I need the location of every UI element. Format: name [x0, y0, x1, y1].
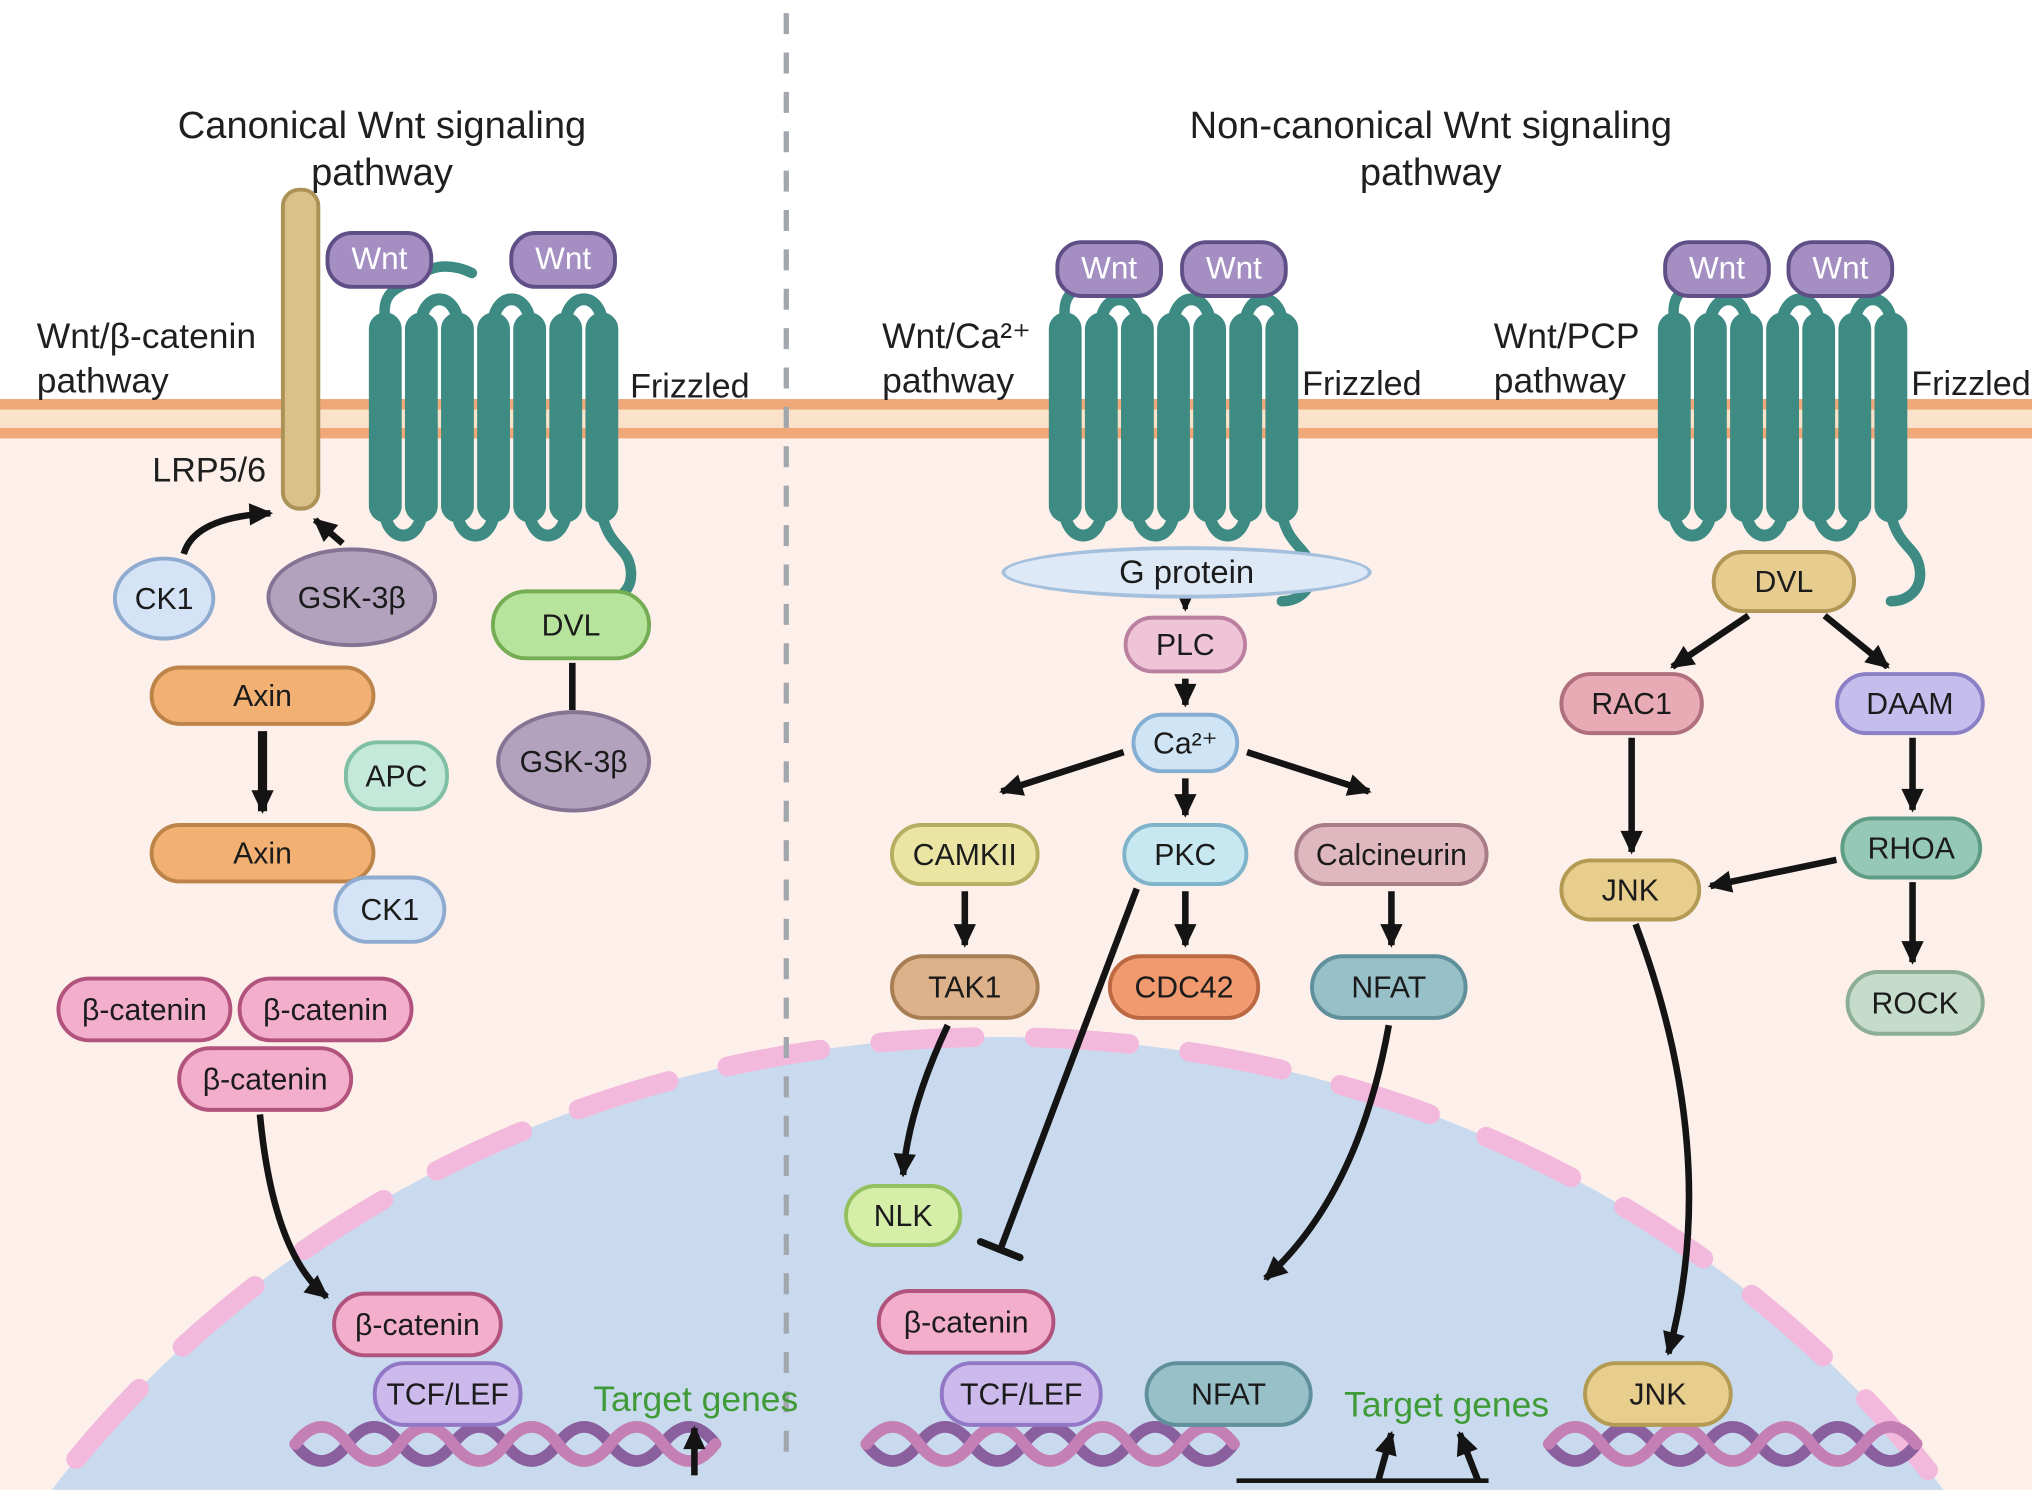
frizzled-receptor-left — [368, 261, 637, 607]
receptors-and-dna — [289, 261, 1926, 1467]
dna-pcp — [1543, 1421, 1923, 1467]
arrow-dvl-to-daam — [1822, 613, 1890, 670]
membrane-label-lrp56: LRP5/6 — [152, 450, 267, 490]
arrow-dna-to-target-genes-mid-1 — [1375, 1430, 1397, 1482]
arrow-gsk3b-to-lrp56 — [312, 517, 345, 546]
calcineurin-node: Calcineurin — [1294, 823, 1489, 887]
nucleus — [39, 1027, 1956, 1490]
receptor-label-frizzled-left: Frizzled — [630, 366, 750, 406]
dna-calcium — [860, 1421, 1240, 1467]
plasma-membrane — [0, 399, 2032, 439]
beta-catenin-node: β-catenin — [56, 976, 233, 1043]
beta-catenin-nuclear: β-catenin — [876, 1289, 1056, 1355]
dna-helices — [289, 1421, 1923, 1467]
gsk3b-node: GSK-3β — [496, 710, 652, 813]
wnt-ligand: Wnt — [1055, 240, 1164, 298]
arrow-ck1-to-lrp56 — [180, 503, 274, 556]
daam-node: DAAM — [1835, 672, 1985, 736]
beta-catenin-node: β-catenin — [177, 1046, 354, 1112]
wnt-ligand: Wnt — [1180, 240, 1288, 298]
jnk-nuclear: JNK — [1583, 1361, 1733, 1427]
title-non-canonical: Non-canonical Wnt signaling pathway — [1189, 105, 1673, 195]
beta-catenin-nuclear: β-catenin — [332, 1291, 503, 1358]
calcium-node: Ca²⁺ — [1131, 712, 1240, 774]
inhibit-pkc-to-bcatenin — [997, 887, 1140, 1251]
lrp56-coreceptor — [280, 187, 321, 511]
rock-node: ROCK — [1845, 970, 1985, 1036]
ck1-node: CK1 — [333, 875, 447, 944]
rac1-node: RAC1 — [1559, 672, 1704, 736]
gsk3b-node: GSK-3β — [266, 547, 438, 648]
axin-node: Axin — [149, 665, 376, 726]
dvl-node: DVL — [490, 589, 652, 661]
arrows — [180, 503, 1924, 1483]
tak1-node: TAK1 — [889, 954, 1040, 1020]
wnt-ligand: Wnt — [1663, 240, 1771, 298]
inhibit-pkc-to-bcatenin-bar — [976, 1238, 1024, 1262]
title-canonical: Canonical Wnt signaling pathway — [177, 105, 587, 195]
g-protein-node: G protein — [1001, 546, 1372, 599]
rhoa-node: RHOA — [1840, 816, 1983, 880]
frizzled-receptor-right — [1657, 261, 1926, 607]
beta-catenin-node: β-catenin — [237, 976, 414, 1043]
arrow-jnk-to-nucleus — [1632, 922, 1693, 1356]
arrow-ca-to-camkii — [999, 749, 1125, 796]
arrow-dvl-to-rac1 — [1670, 612, 1751, 670]
plc-node: PLC — [1123, 615, 1248, 674]
nfat-node: NFAT — [1310, 954, 1468, 1020]
tcf-lef-node: TCF/LEF — [372, 1361, 523, 1427]
camkii-node: CAMKII — [889, 823, 1040, 887]
arrow-dna-to-target-genes-mid-2 — [1456, 1430, 1482, 1482]
target-genes-label-canonical: Target genes — [593, 1379, 799, 1419]
ck1-node: CK1 — [112, 556, 216, 641]
pathway-label-beta-catenin: Wnt/β-catenin pathway — [36, 316, 257, 401]
jnk-node: JNK — [1559, 858, 1702, 922]
receptor-c-tail — [1885, 509, 1926, 607]
wnt-ligand: Wnt — [325, 231, 434, 289]
pathway-label-calcium: Wnt/Ca²⁺ pathway — [882, 316, 1031, 401]
wnt-ligand: Wnt — [509, 231, 617, 289]
wnt-ligand: Wnt — [1786, 240, 1895, 298]
target-genes-label-noncanonical: Target genes — [1344, 1384, 1550, 1425]
dna-canonical — [289, 1421, 722, 1467]
dvl-node: DVL — [1711, 550, 1857, 614]
arrow-ca-to-calcineurin — [1246, 749, 1372, 796]
cdc42-node: CDC42 — [1107, 954, 1261, 1020]
axin-node: Axin — [149, 823, 376, 884]
arrow-nfat-to-nucleus — [1263, 1024, 1393, 1281]
arrow-bcatenin-to-nucleus — [256, 1114, 329, 1300]
pkc-node: PKC — [1122, 823, 1249, 887]
nfat-nuclear: NFAT — [1144, 1361, 1313, 1427]
nlk-node: NLK — [844, 1184, 963, 1248]
receptor-c-tail — [596, 509, 637, 607]
apc-node: APC — [343, 740, 449, 812]
arrow-rhoa-to-jnk — [1707, 856, 1838, 893]
pathway-label-pcp: Wnt/PCP pathway — [1493, 316, 1640, 401]
tcf-lef-node: TCF/LEF — [939, 1361, 1103, 1427]
arrow-tak1-to-nlk — [893, 1023, 951, 1178]
receptor-label-frizzled-right: Frizzled — [1911, 363, 2031, 403]
receptor-label-frizzled-middle: Frizzled — [1302, 363, 1422, 403]
frizzled-receptor-middle — [1048, 261, 1317, 607]
